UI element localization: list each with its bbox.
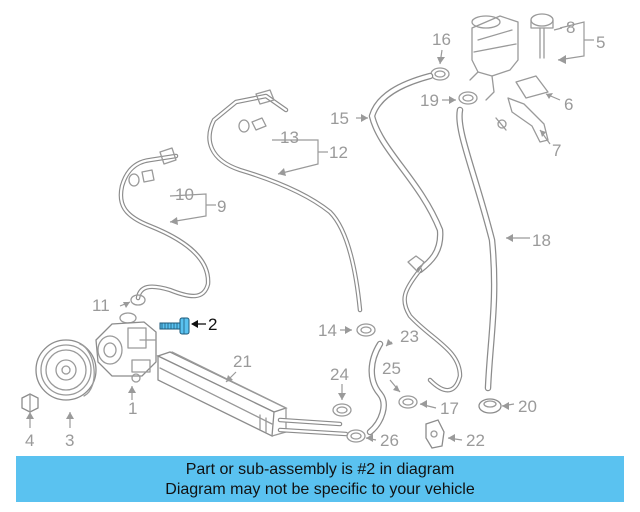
return-line — [402, 255, 463, 393]
callout-20: 20 — [518, 397, 537, 416]
callout-6: 6 — [564, 95, 573, 114]
hose-clamp-26 — [346, 429, 366, 443]
callout-3: 3 — [65, 431, 74, 450]
banner-line-disclaimer: Diagram may not be specific to your vehi… — [165, 481, 475, 498]
callout-25: 25 — [382, 359, 401, 378]
callout-1: 1 — [128, 399, 137, 418]
hose-clamp-14 — [356, 323, 376, 337]
callout-labels: 1 2 3 4 5 6 7 8 9 10 11 12 13 14 15 16 1… — [25, 18, 605, 450]
leader-arrowheads — [26, 55, 566, 442]
callout-4: 4 — [25, 431, 34, 450]
pressure-line-9 — [118, 147, 211, 306]
hose-clamp-17 — [398, 395, 418, 409]
reservoir-bracket — [495, 75, 549, 143]
info-banner: Part or sub-assembly is #2 in diagram Di… — [16, 456, 624, 502]
o-ring-11 — [119, 312, 137, 324]
pulley-bolt-4 — [21, 393, 39, 413]
bracket-22 — [425, 419, 445, 449]
callout-22: 22 — [466, 431, 485, 450]
callout-11: 11 — [92, 296, 110, 315]
cap-20 — [478, 398, 502, 414]
callout-2: 2 — [208, 315, 217, 334]
hose-clamp-19 — [458, 91, 478, 105]
callout-15: 15 — [330, 109, 349, 128]
power-steering-pump-1 — [95, 321, 157, 383]
pressure-line-12 — [207, 89, 363, 313]
callout-19: 19 — [420, 91, 439, 110]
callout-17: 17 — [440, 399, 459, 418]
callout-9: 9 — [217, 197, 226, 216]
hose-clamp-24 — [332, 403, 352, 417]
oil-cooler-21 — [156, 351, 349, 438]
hose-23 — [366, 340, 387, 436]
callout-16: 16 — [432, 30, 451, 49]
callout-12: 12 — [329, 143, 348, 162]
banjo-bolt-2 — [159, 317, 190, 335]
callout-21: 21 — [233, 352, 252, 371]
leader-line-2 — [191, 320, 206, 328]
callout-10: 10 — [175, 185, 194, 204]
callout-8: 8 — [566, 18, 575, 37]
leader-lines — [29, 21, 594, 441]
callout-7: 7 — [552, 141, 561, 160]
callout-14: 14 — [318, 321, 337, 340]
callout-23: 23 — [400, 327, 419, 346]
pulley-3 — [35, 339, 97, 401]
banner-line-part: Part or sub-assembly is #2 in diagram — [185, 461, 455, 478]
callout-26: 26 — [380, 431, 399, 450]
callout-13: 13 — [280, 128, 299, 147]
hose-clamp-16 — [430, 67, 450, 81]
reservoir-cap — [530, 13, 554, 59]
callout-18: 18 — [532, 231, 551, 250]
callout-24: 24 — [330, 365, 349, 384]
callout-5: 5 — [596, 33, 605, 52]
suction-hose-18 — [456, 106, 498, 392]
fluid-reservoir — [469, 15, 519, 101]
return-hose-15 — [368, 72, 444, 274]
